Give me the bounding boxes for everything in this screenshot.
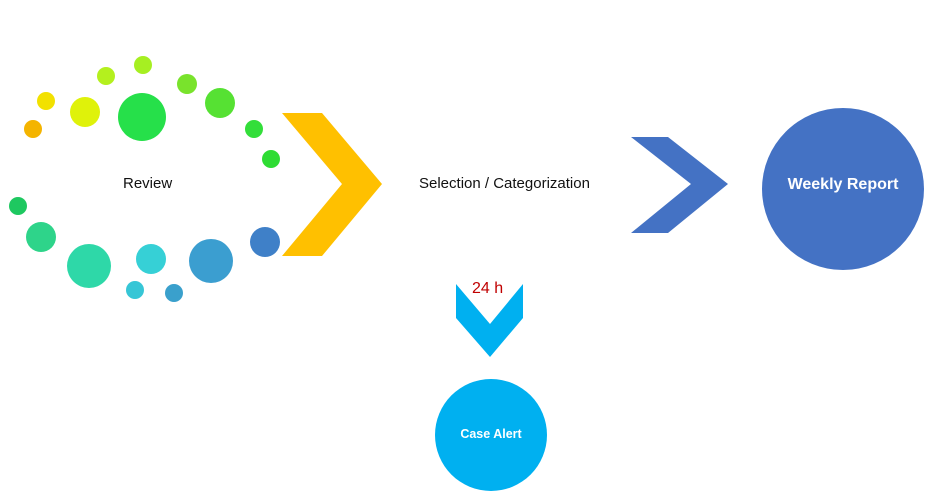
review-dot	[165, 284, 183, 302]
review-dot	[26, 222, 56, 252]
selection-categorization-label: Selection / Categorization	[419, 175, 590, 192]
review-dot	[262, 150, 280, 168]
review-dot	[24, 120, 42, 138]
escalation-time-label: 24 h	[472, 280, 504, 297]
review-dot	[126, 281, 144, 299]
review-dot	[67, 244, 111, 288]
review-dot	[118, 93, 166, 141]
review-dot	[37, 92, 55, 110]
review-dot	[136, 244, 166, 274]
review-dot	[97, 67, 115, 85]
review-dot	[245, 120, 263, 138]
chevron-review-to-selection	[282, 113, 382, 256]
review-dot	[134, 56, 152, 74]
review-dot	[250, 227, 280, 257]
review-dot	[189, 239, 233, 283]
chevron-selection-to-report	[631, 137, 728, 233]
case-alert-circle	[435, 379, 547, 491]
review-dot	[70, 97, 100, 127]
review-dot	[205, 88, 235, 118]
case-alert-label: Case Alert	[460, 427, 522, 441]
review-dot	[177, 74, 197, 94]
weekly-report-label: Weekly Report	[787, 176, 899, 193]
review-label: Review	[123, 175, 173, 192]
review-dot	[9, 197, 27, 215]
review-dot-cycle	[9, 56, 280, 302]
weekly-report-circle	[762, 108, 924, 270]
chevron-down-to-alert	[456, 284, 523, 357]
